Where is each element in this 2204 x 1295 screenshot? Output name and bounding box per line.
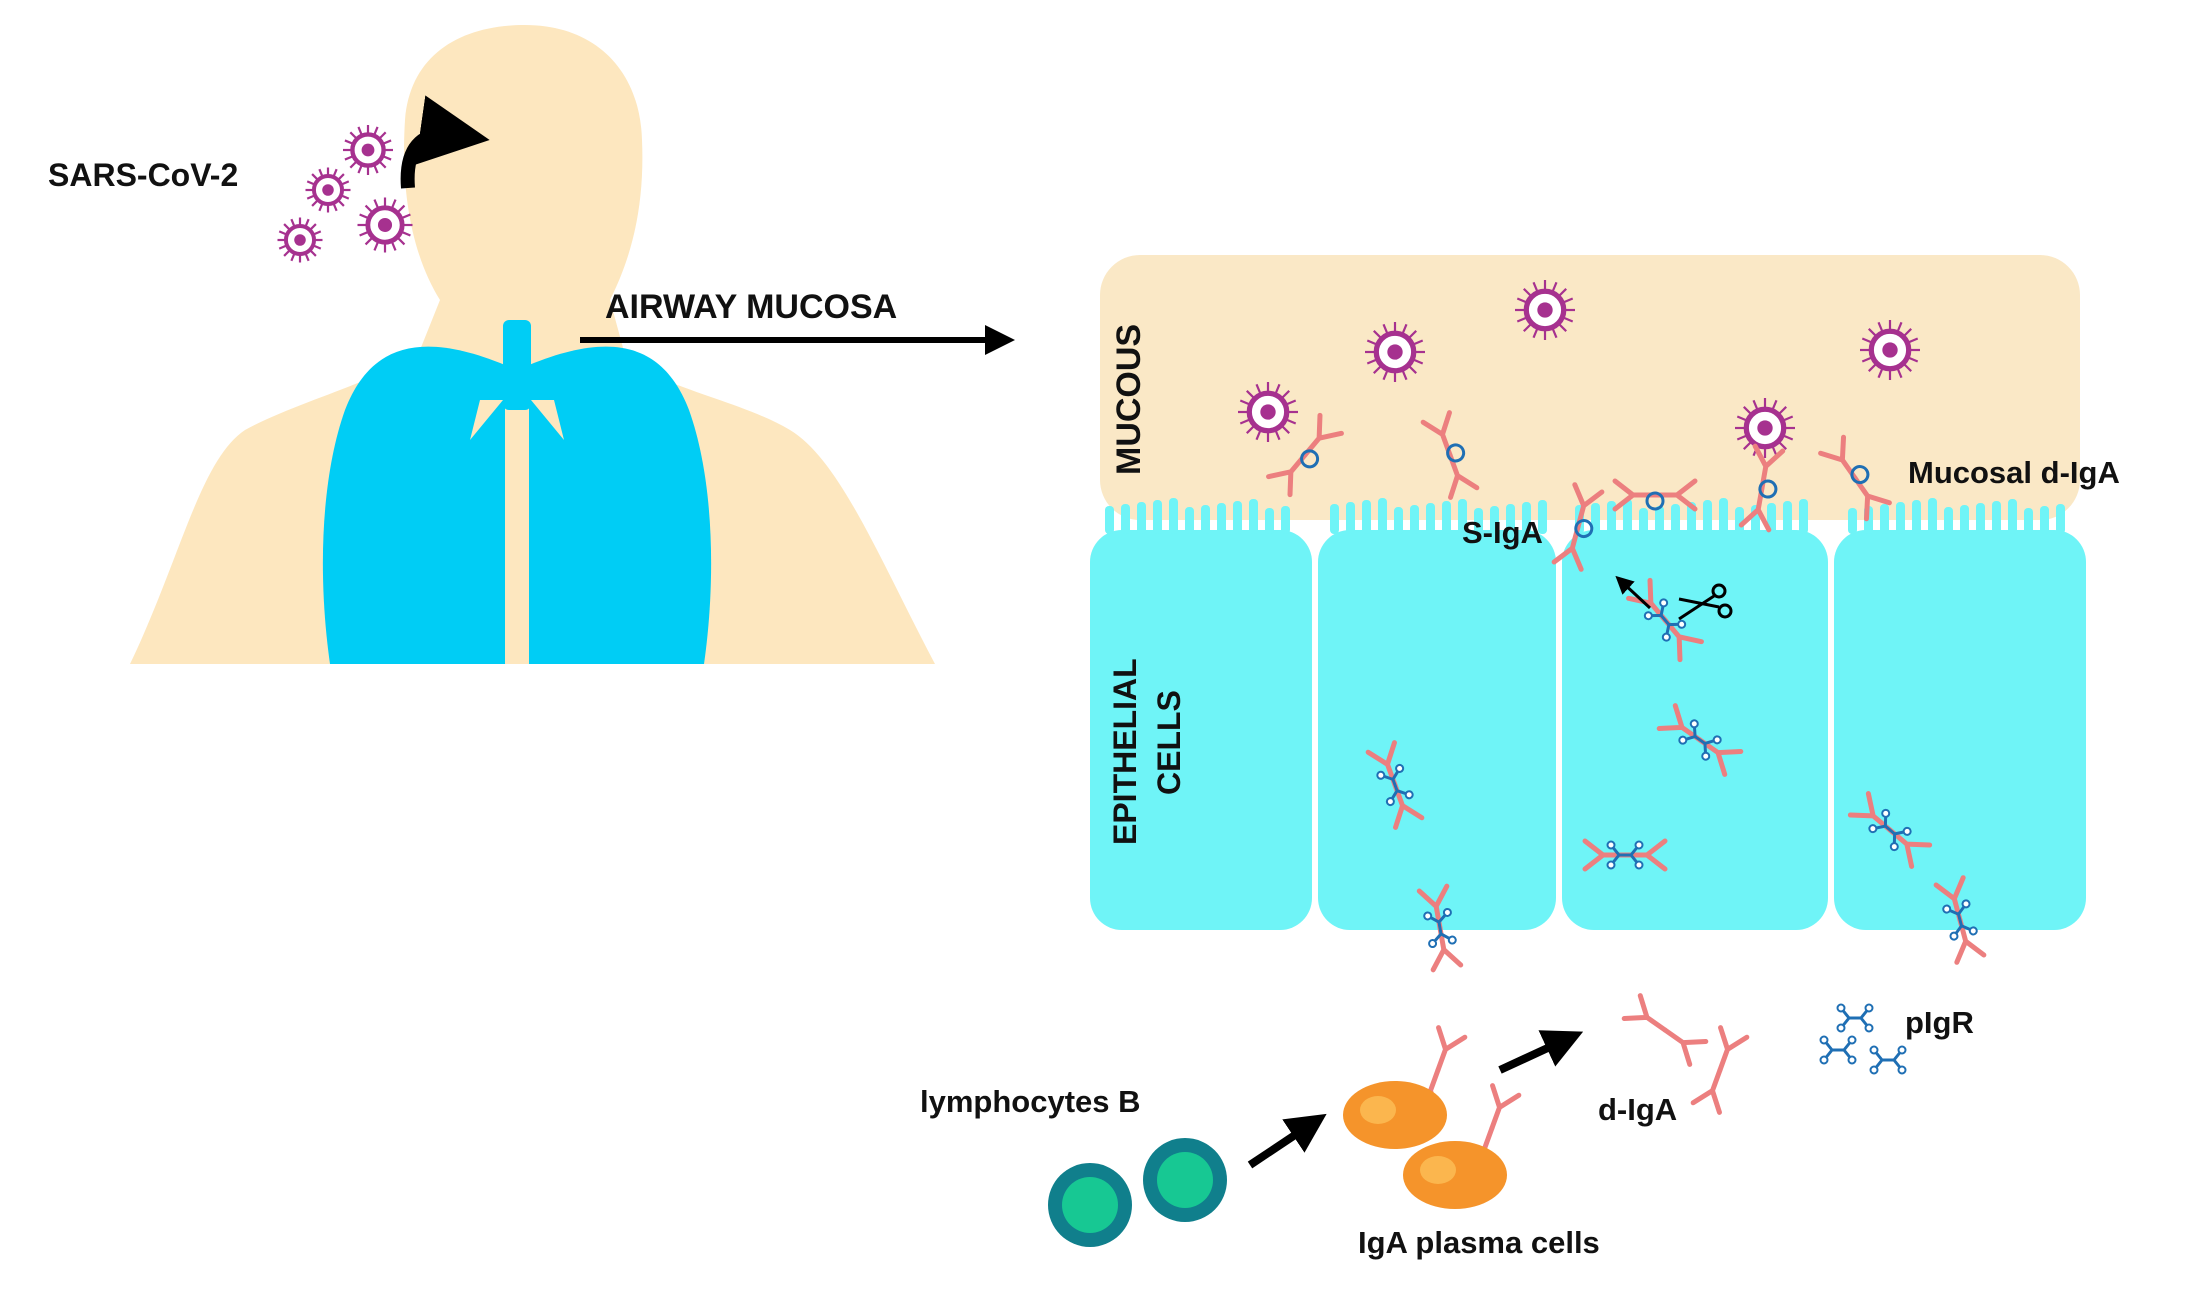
human-silhouette: [130, 25, 935, 664]
label-mucous: MUCOUS: [1110, 324, 1148, 475]
mucosal-d-iga: [1738, 443, 1786, 533]
pigr-receptors: [1365, 577, 1987, 1075]
label-airway-mucosa: AIRWAY MUCOSA: [605, 288, 897, 326]
scissors-icon: [1678, 583, 1733, 621]
pigr-iga-complex: [1933, 875, 1987, 965]
virus-particle: [1860, 320, 1920, 380]
virus-particle: [305, 167, 351, 213]
label-cells: CELLS: [1151, 690, 1187, 795]
b-lymphocytes: [1048, 1138, 1227, 1247]
plasma-cell-antibody: [1408, 1025, 1468, 1115]
label-epithelial: EPITHELIAL: [1107, 658, 1143, 845]
pigr: [1869, 1045, 1907, 1075]
mucosal-d-iga: [1266, 412, 1344, 498]
pigr-iga-complex-receptor: [1376, 763, 1414, 807]
pigr-iga-complex-receptor: [1868, 808, 1912, 852]
plasma-cell-1: [1343, 1081, 1447, 1149]
virus-particle: [1515, 280, 1575, 340]
lungs: [322, 320, 712, 664]
inhalation-curved-arrow: [400, 95, 490, 189]
label-mucosal-d-iga: Mucosal d-IgA: [1908, 455, 2120, 490]
pigr-iga-complex: [1365, 740, 1425, 830]
epithelial-cell-4: [1834, 530, 2086, 930]
virus-particle: [343, 125, 393, 175]
mucosal-d-iga: [1420, 410, 1480, 500]
plasma-cell-2: [1403, 1141, 1507, 1209]
transcytosis-arrow: [1615, 575, 1652, 610]
d-iga: [1621, 993, 1709, 1067]
secretion-arrow: [1498, 1030, 1584, 1074]
mucosal-d-iga: [1612, 478, 1698, 512]
virus-particle: [357, 197, 413, 253]
virus-particle: [1238, 382, 1298, 442]
pigr-iga-complex-receptor: [1606, 840, 1644, 870]
epithelial-cell-2: [1318, 530, 1556, 930]
label-d-iga: d-IgA: [1598, 1092, 1677, 1127]
pigr-iga-complex-receptor: [1942, 899, 1978, 941]
label-iga-plasma-cells: IgA plasma cells: [1358, 1225, 1600, 1260]
pigr-iga-complex-receptor: [1678, 719, 1722, 761]
pigr-iga-complex: [1416, 883, 1464, 973]
epithelial-layer: [1090, 530, 2086, 930]
label-lymphocytes-b: lymphocytes B: [920, 1084, 1141, 1119]
pigr-iga-complex-receptor: [1643, 598, 1687, 642]
virus-cluster: [277, 125, 413, 263]
mucosal-d-iga: [1551, 482, 1605, 572]
d-iga: [1690, 1025, 1750, 1115]
pigr-iga-complex: [1582, 838, 1668, 872]
pigr-iga-complex: [1656, 703, 1744, 777]
virus-particle: [277, 217, 323, 263]
pigr-iga-complex-receptor: [1423, 907, 1457, 949]
pigr: [1819, 1035, 1857, 1065]
virus-particle: [1735, 398, 1795, 458]
label-pigr: pIgR: [1905, 1005, 1974, 1040]
pigr-iga-complex: [1626, 577, 1704, 663]
label-sars-cov-2: SARS-CoV-2: [48, 157, 238, 193]
iga-plasma-cells: [1343, 1081, 1507, 1209]
differentiation-arrow: [1247, 1113, 1327, 1169]
epithelial-cell-1: [1090, 530, 1312, 930]
pigr-iga-complex-antibody: [1365, 740, 1425, 830]
microvilli: [1105, 498, 2065, 534]
virus-particle: [1365, 322, 1425, 382]
pigr: [1836, 1003, 1874, 1033]
mucosal-d-iga: [1818, 434, 1892, 522]
mucous-layer: [1100, 255, 2080, 520]
label-s-iga: S-IgA: [1462, 515, 1543, 550]
mucous-viruses: [1238, 280, 1920, 458]
pigr-iga-complex: [1847, 791, 1933, 869]
